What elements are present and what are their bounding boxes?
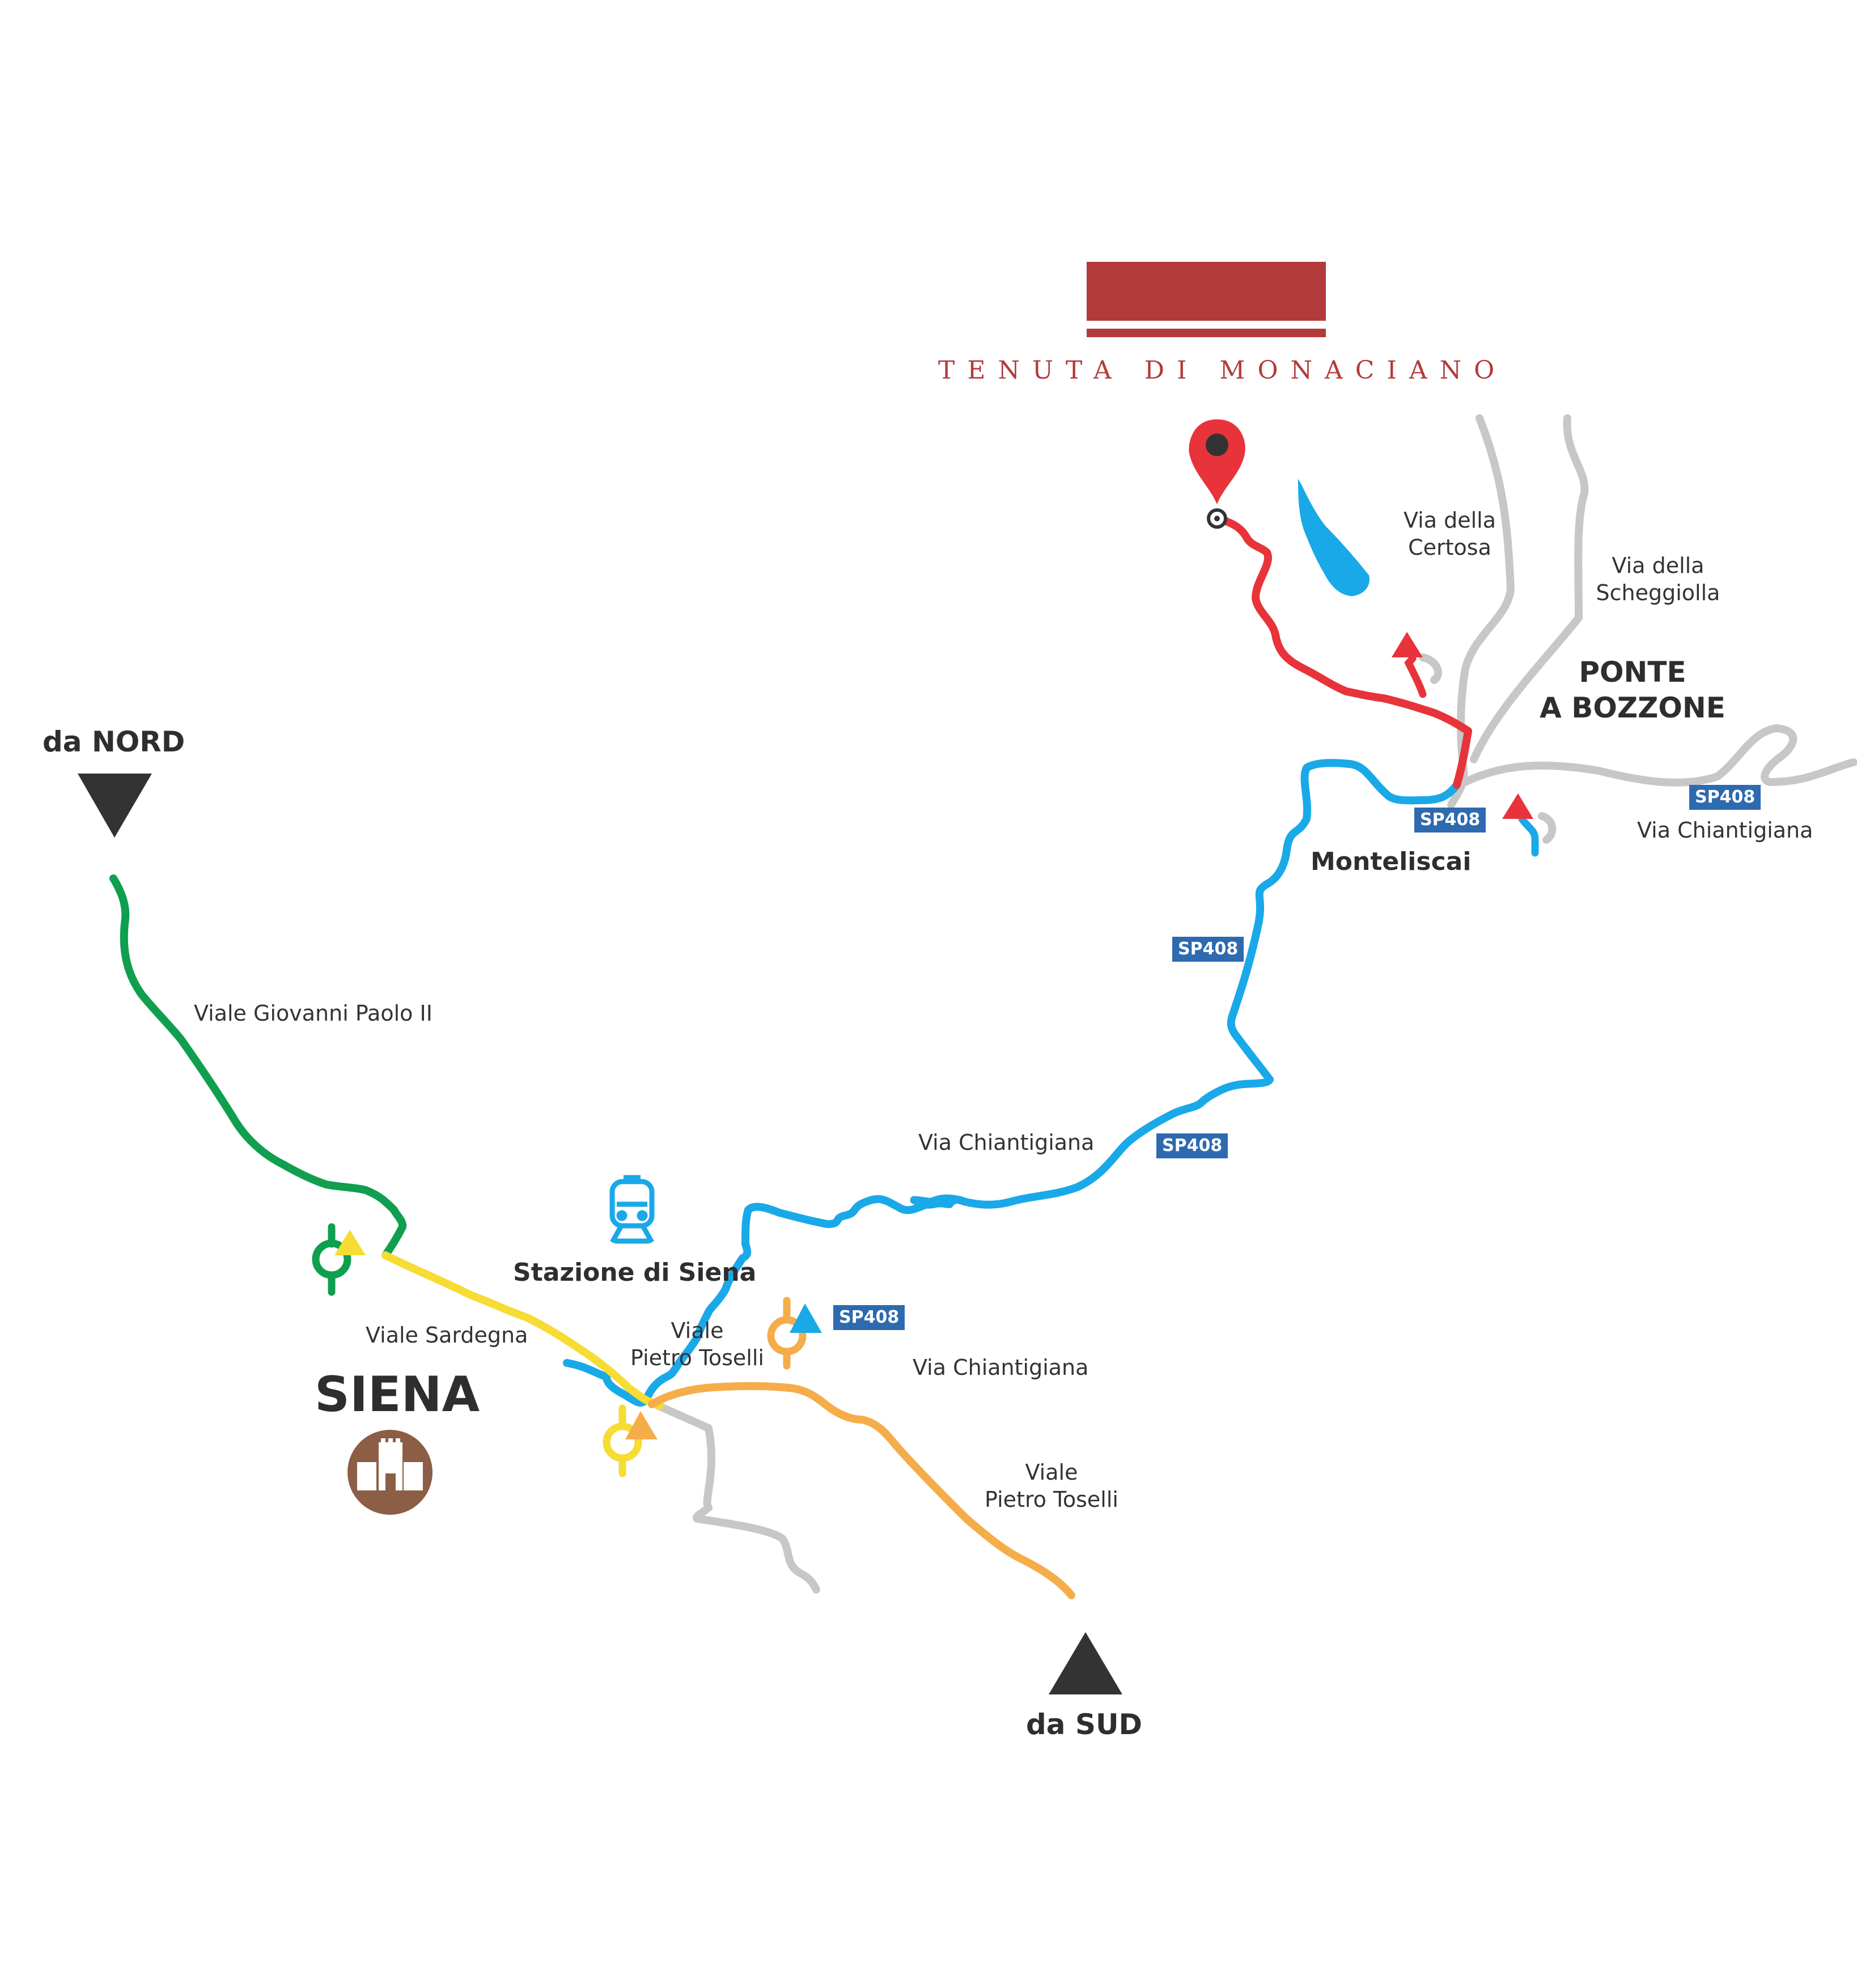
- street-viale-toselli-1: Viale Pietro Toselli: [618, 1318, 777, 1371]
- castle-icon: [347, 1430, 433, 1515]
- route-south: [648, 1382, 1075, 1599]
- place-ponte-line1: PONTE: [1579, 656, 1686, 689]
- street-via-scheggiolla-line1: Via della: [1612, 553, 1705, 578]
- roundabout-icon-toselli: [767, 1297, 822, 1370]
- road-certosa-stub: [1419, 653, 1442, 684]
- place-monteliscai: Monteliscai: [1311, 847, 1472, 876]
- street-via-scheggiolla-line2: Scheggiolla: [1596, 580, 1720, 605]
- red-turn-arrow-north: [1392, 632, 1427, 698]
- road-badge-sp408: SP408: [1156, 1133, 1228, 1158]
- street-via-certosa-line1: Via della: [1404, 508, 1496, 533]
- road-badge-sp408: SP408: [1414, 808, 1486, 832]
- street-via-chiantigiana-east: Via Chiantigiana: [1637, 818, 1813, 843]
- street-via-certosa: Via della Certosa: [1389, 507, 1511, 561]
- roundabout-icon: [312, 1223, 366, 1296]
- roundabout-icon-sardegna: [603, 1404, 658, 1477]
- street-viale-toselli-2-line2: Pietro Toselli: [985, 1486, 1118, 1512]
- street-via-chiantigiana-south: Via Chiantigiana: [913, 1355, 1089, 1380]
- place-ponte-line2: A BOZZONE: [1540, 691, 1725, 724]
- place-stazione: Stazione di Siena: [513, 1258, 757, 1287]
- road-chiantigiana-stub: [1538, 812, 1557, 844]
- place-siena: SIENA: [315, 1366, 480, 1423]
- direction-north: da NORD: [43, 725, 185, 758]
- street-viale-sardegna: Viale Sardegna: [366, 1323, 528, 1348]
- road-badge-sp408: SP408: [833, 1305, 905, 1330]
- street-via-scheggiolla: Via della Scheggiolla: [1587, 553, 1729, 606]
- blue-turn-arrow-east: [1502, 793, 1539, 857]
- street-viale-toselli-2: Viale Pietro Toselli: [972, 1459, 1131, 1513]
- road-badge-sp408: SP408: [1689, 785, 1761, 810]
- street-viale-toselli-2-line1: Viale: [1025, 1460, 1078, 1485]
- road-badge-sp408: SP408: [1172, 937, 1244, 962]
- route-final: [1212, 515, 1472, 789]
- street-via-certosa-line2: Certosa: [1408, 534, 1491, 560]
- street-via-chiantigiana-mid: Via Chiantigiana: [918, 1130, 1095, 1155]
- street-viale-toselli-1-line1: Viale: [671, 1318, 724, 1343]
- route-north: [109, 874, 407, 1259]
- road-via-chiantigiana-east: [1456, 724, 1857, 789]
- north-arrow-icon: [78, 774, 152, 838]
- lake: [1298, 479, 1370, 596]
- train-icon: [609, 1175, 655, 1244]
- road-south-spur: [654, 1401, 820, 1594]
- street-viale-toselli-1-line2: Pietro Toselli: [630, 1345, 764, 1370]
- street-viale-giovanni-paolo: Viale Giovanni Paolo II: [194, 1001, 433, 1026]
- brand-name: Tenuta di Monaciano: [938, 356, 1507, 385]
- brand-name-text: Tenuta di Monaciano: [938, 356, 1507, 385]
- route-sardegna: [381, 1251, 664, 1409]
- place-ponte-a-bozzone: PONTE A BOZZONE: [1536, 655, 1729, 725]
- brand-logo-bar: [1087, 262, 1326, 321]
- direction-south: da SUD: [1026, 1708, 1143, 1741]
- south-arrow-icon: [1049, 1632, 1122, 1694]
- brand-logo-line: [1087, 329, 1326, 337]
- route-sp408-south: [563, 1194, 965, 1407]
- map-pin-icon: [1189, 419, 1245, 529]
- road-via-scheggiolla: [1470, 414, 1589, 763]
